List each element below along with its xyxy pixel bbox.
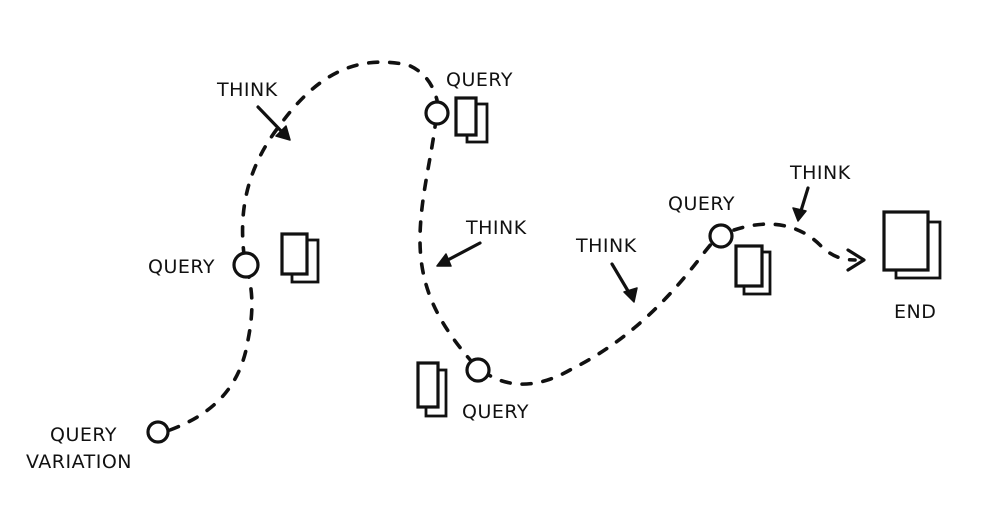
think-arrow-lower-right (610, 262, 638, 303)
query-label-right: QUERY (668, 193, 735, 215)
query-label-bottom: QUERY (462, 401, 529, 423)
document-icon-bottom (416, 361, 448, 418)
document-icon-top (454, 96, 489, 144)
end-arrowhead (846, 248, 866, 272)
document-icon-end (882, 210, 942, 280)
think-label-lower-right: THINK (575, 235, 637, 257)
journey-path-end (732, 222, 857, 262)
query-label-left: QUERY (148, 256, 215, 278)
think-label-far-right: THINK (789, 162, 851, 184)
think-arrow-top-left (256, 105, 291, 141)
query-node-right (708, 223, 734, 249)
query-label-top: QUERY (446, 69, 513, 91)
query-node-bottom (465, 357, 491, 383)
end-label: END (894, 301, 936, 323)
think-arrow-middle (436, 241, 482, 267)
query-node-top (424, 100, 450, 126)
think-label-top-left: THINK (216, 79, 278, 101)
document-icon-left (280, 232, 320, 284)
think-label-middle: THINK (465, 217, 527, 239)
document-icon-right (734, 244, 772, 296)
start-node (146, 420, 170, 444)
start-label-line1: QUERY (50, 424, 117, 446)
think-arrow-far-right (792, 186, 810, 222)
start-label-line2: VARIATION (26, 451, 132, 473)
query-node-left (232, 251, 260, 279)
